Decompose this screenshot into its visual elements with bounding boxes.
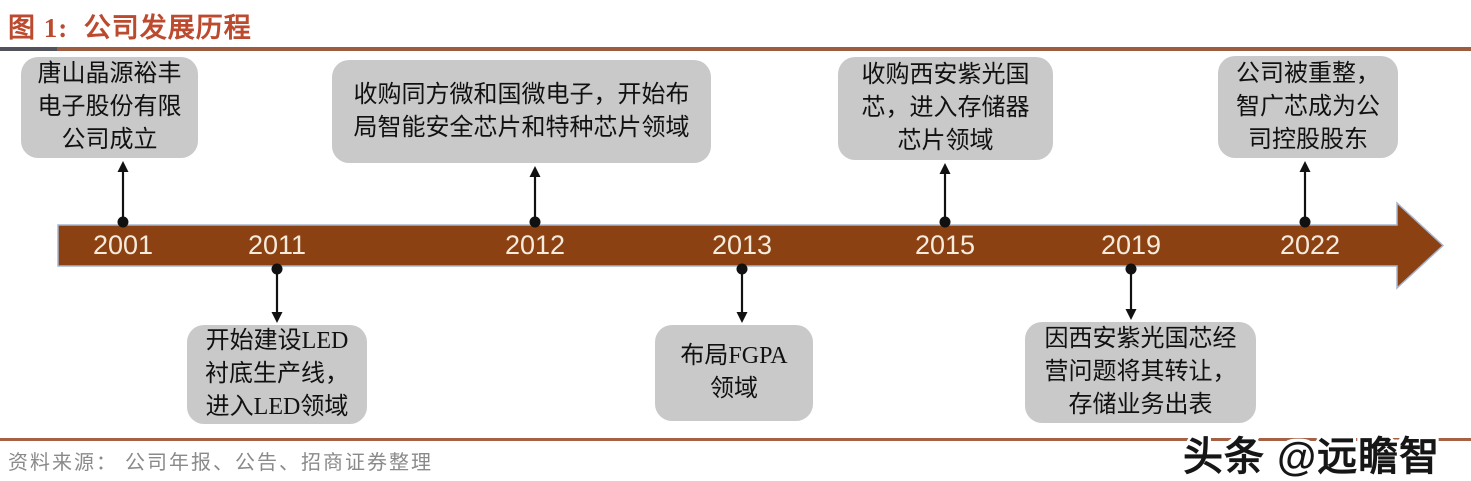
connector-2019 <box>1125 263 1137 320</box>
watermark: 头条 @远瞻智库 <box>1183 435 1441 479</box>
year-label-2011: 2011 <box>247 230 307 260</box>
milestone-box-2013: 布局FGPA 领域 <box>655 325 813 421</box>
connector-2011 <box>271 263 283 323</box>
year-label-2012: 2012 <box>504 230 566 260</box>
milestone-box-2012: 收购同方微和国微电子，开始布 局智能安全芯片和特种芯片领域 <box>332 60 711 163</box>
connector-2012 <box>529 166 541 228</box>
milestone-box-2011: 开始建设LED 衬底生产线， 进入LED领域 <box>187 325 367 424</box>
milestone-box-2015: 收购西安紫光国 芯，进入存储器 芯片领域 <box>838 57 1053 160</box>
milestone-box-2001: 唐山晶源裕丰 电子股份有限 公司成立 <box>21 57 198 158</box>
figure-title: 图 1: 公司发展历程 <box>8 13 252 43</box>
milestone-box-2022: 公司被重整， 智广芯成为公 司控股股东 <box>1218 56 1398 158</box>
connector-2013 <box>736 263 748 323</box>
milestone-box-2019: 因西安紫光国芯经 营问题将其转让， 存储业务出表 <box>1025 322 1256 423</box>
year-label-2001: 2001 <box>92 230 154 260</box>
year-label-2019: 2019 <box>1100 230 1162 260</box>
footer-divider <box>0 438 1471 441</box>
year-label-2022: 2022 <box>1279 230 1341 260</box>
connector-2022 <box>1299 161 1311 228</box>
year-label-2013: 2013 <box>711 230 773 260</box>
title-divider <box>0 47 1471 51</box>
year-label-2015: 2015 <box>914 230 976 260</box>
connector-2015 <box>939 163 951 228</box>
source-note: 资料来源： 公司年报、公告、招商证券整理 <box>8 452 433 474</box>
connector-2001 <box>117 161 129 228</box>
